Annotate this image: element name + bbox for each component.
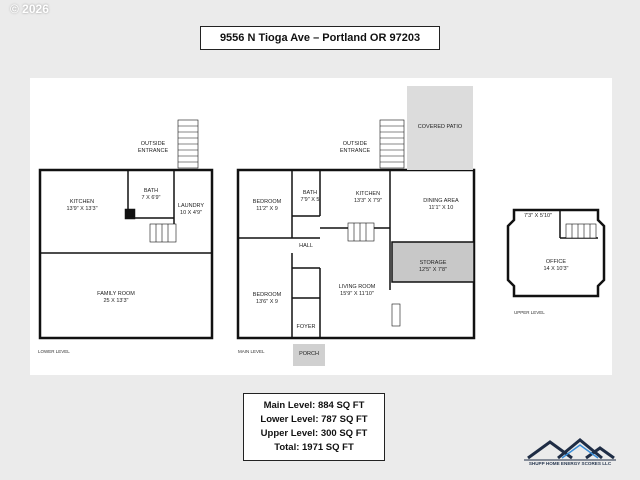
hall-label: HALL <box>299 243 313 249</box>
company-name: SHUPP HOME ENERGY SCORES LLC <box>528 461 612 466</box>
porch-label: PORCH <box>299 351 319 357</box>
upper-level-sqft: Upper Level: 300 SQ FT <box>260 428 368 439</box>
upper-level-label: UPPER LEVEL <box>514 310 545 315</box>
lower-outline <box>38 168 214 340</box>
square-footage-summary: Main Level: 884 SQ FT Lower Level: 787 S… <box>243 393 385 461</box>
covered-patio-label: COVERED PATIO <box>417 124 463 130</box>
upper-outline <box>506 208 606 298</box>
copyright-watermark: © 2026 <box>10 2 49 16</box>
company-logo: SHUPP HOME ENERGY SCORES LLC <box>520 436 620 472</box>
lower-level-label: LOWER LEVEL <box>38 349 70 354</box>
total-sqft: Total: 1971 SQ FT <box>274 442 354 453</box>
lower-chimney <box>124 208 136 220</box>
lower-inner-stairs <box>149 223 177 243</box>
property-address-title: 9556 N Tioga Ave – Portland OR 97203 <box>200 26 440 50</box>
main-inner-stairs <box>347 222 375 242</box>
main-level-sqft: Main Level: 884 SQ FT <box>263 400 365 411</box>
lower-level-sqft: Lower Level: 787 SQ FT <box>260 414 368 425</box>
floor-plan-drawing <box>38 86 606 366</box>
house-roofs-icon <box>524 438 616 461</box>
covered-patio <box>407 86 473 170</box>
fireplace <box>391 303 401 327</box>
main-level-label: MAIN LEVEL <box>238 349 265 354</box>
foyer-label: FOYER <box>296 324 316 330</box>
upper-stairs <box>565 223 597 239</box>
upper-small-room-label: 7'3" X 5'10" <box>523 213 553 219</box>
porch <box>293 344 325 366</box>
storage-room <box>391 241 475 283</box>
